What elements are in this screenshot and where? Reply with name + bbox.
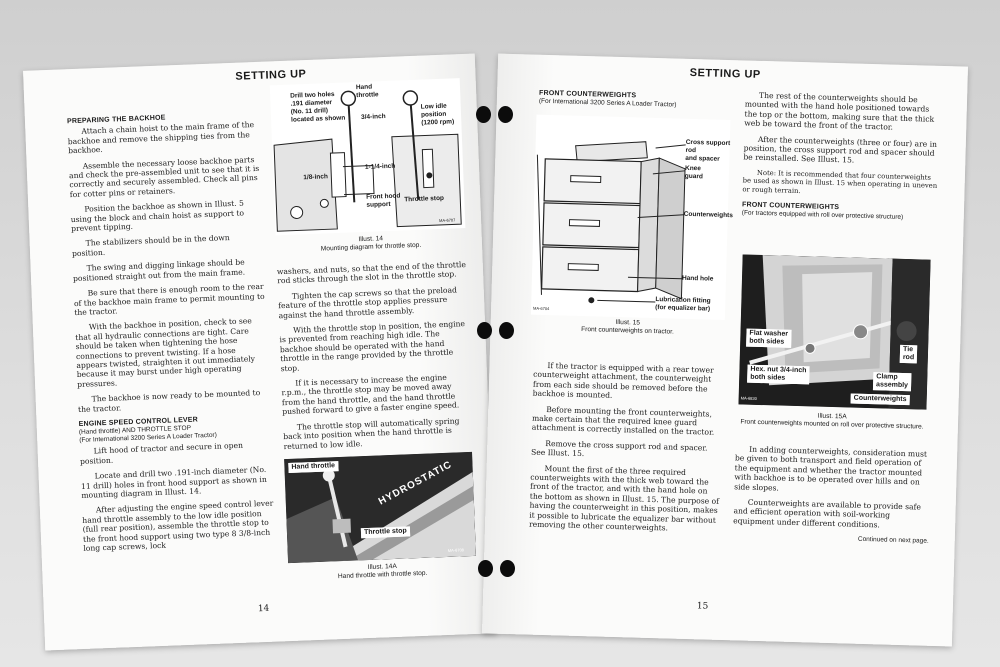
punch-hole [500,560,515,577]
paragraph: washers, and nuts, so that the end of th… [276,260,467,286]
illust-15a-photo: Flat washer both sides Hex. nut 3/4-inch… [738,254,931,410]
label-throttle-stop-photo: Throttle stop [360,526,410,539]
right-column-1: If the tractor is equipped with a rear t… [529,361,724,541]
paragraph: The rest of the counterweights should be… [744,90,935,132]
illust-14a-photo: Hand throttle HYDROSTATIC Throttle stop … [284,451,476,564]
label-one-quarter-inch: 1-1/4-inch [364,162,396,171]
label-front-hood-text: Front hood support [366,192,401,209]
paragraph: Mount the first of the three required co… [528,463,720,533]
paragraph: Be sure that there is enough room to the… [73,281,265,318]
paragraph: Position the backhoe as shown in Illust.… [70,198,245,234]
label-lubrication-text: Lubrication fitting (for equalizer bar) [655,296,711,313]
hand-throttle-photo-drawing [284,451,476,564]
paragraph: Attach a chain hoist to the main frame o… [67,120,255,156]
paragraph: Locate and drill two .191-inch diameter … [80,465,267,500]
illust-14-caption: Illust. 14 Mounting diagram for throttle… [276,232,467,256]
punch-hole [478,560,493,577]
binding-holes [476,0,516,667]
right-page: SETTING UP FRONT COUNTERWEIGHTS (For Int… [481,53,969,647]
left-column-2: washers, and nuts, so that the end of th… [277,260,474,457]
label-cross-support-text: Cross support rod and spacer [685,138,731,163]
label-flat-washer: Flat washer both sides [746,328,792,348]
label-hex-nut: Hex. nut 3/4-inch both sides [747,364,810,385]
paragraph: The backhoe is now ready to be mounted t… [77,388,261,414]
paragraph: With the throttle stop in position, the … [279,319,466,373]
punch-hole [498,106,513,123]
label-knee-guard: Knee guard [685,165,704,181]
paragraph: Tighten the cap screws so that the prelo… [278,285,458,320]
left-column-1: PREPARING THE BACKHOE Attach a chain hoi… [67,110,276,559]
label-clamp-assembly: Clamp assembly [872,372,912,392]
label-hand-hole: Hand hole [681,274,714,283]
label-clamp-text: Clamp assembly [875,373,909,390]
label-drill-holes-text: Drill two holes .191 diameter (No. 11 dr… [290,90,346,124]
counterweights-drawing [536,141,686,304]
right-column-1-heading: FRONT COUNTERWEIGHTS (For International … [539,89,729,112]
note-paragraph: Note: It is recommended that four counte… [742,168,938,196]
label-hex-nut-text: Hex. nut 3/4-inch both sides [750,365,807,382]
paragraph: The stabilizers should be in the down po… [71,233,230,259]
illust-14a-caption: Illust. 14A Hand throttle with throttle … [288,560,477,584]
illust-15-diagram: Cross support rod and spacer Knee guard … [530,114,733,320]
label-three-quarter-inch: 3/4-inch [360,113,386,121]
figure-code: MA-6707 [438,217,456,224]
label-throttle-stop: Throttle stop [404,194,445,204]
figure-code: MA-6708 [447,547,465,553]
punch-hole [477,322,492,339]
paragraph: The throttle stop will automatically spr… [283,416,460,451]
paragraph: After adjusting the engine speed control… [82,499,274,553]
right-column-2b: In adding counterweights, consideration … [733,444,932,552]
label-cross-support-rod: Cross support rod and spacer [685,139,730,164]
right-column-2: The rest of the counterweights should be… [742,90,941,222]
right-page-header: SETTING UP [689,66,761,81]
label-knee-guard-text: Knee guard [684,164,703,181]
left-page-header: SETTING UP [235,68,307,83]
illust-15a-caption: Illust. 15A Front counterweights mounted… [734,410,930,432]
paragraph: With the backhoe in position, check to s… [75,316,256,389]
label-hand-throttle: Hand throttle [356,83,379,100]
paragraph: Assemble the necessary loose backhoe par… [68,154,260,200]
page-number-left: 14 [257,603,270,615]
label-counterweights-photo: Counterweights [850,393,910,406]
paragraph: The swing and digging linkage should be … [72,257,246,283]
label-low-idle-text: Low idle position (1200 rpm) [420,102,455,127]
label-counterweights: Counterweights [683,210,733,220]
paragraph: In adding counterweights, consideration … [734,444,928,493]
paragraph: If it is necessary to increase the engin… [281,372,460,417]
label-flat-washer-text: Flat washer both sides [749,329,789,346]
figure-code: MA-6704 [533,305,550,312]
label-one-eighth-inch: 1/8-inch [303,173,329,182]
label-front-hood-support: Front hood support [366,192,401,209]
label-tie-rod: Tie rod [899,344,918,364]
label-hand-throttle-photo: Hand throttle [288,461,339,473]
illust-14-diagram: Drill two holes .191 diameter (No. 11 dr… [269,78,466,236]
punch-hole [476,106,491,123]
paragraph: Remove the cross support rod and spacer.… [530,438,708,459]
paragraph: Before mounting the front counterweights… [531,404,715,438]
paragraph: If the tractor is equipped with a rear t… [532,361,714,401]
left-page: SETTING UP PREPARING THE BACKHOE Attach … [23,53,497,651]
label-lubrication-fitting: Lubrication fitting (for equalizer bar) [655,296,711,314]
label-hand-throttle-text: Hand throttle [355,83,379,100]
label-low-idle: Low idle position (1200 rpm) [421,102,455,127]
paragraph: After the counterweights (three or four)… [743,134,938,165]
label-drill-holes: Drill two holes .191 diameter (No. 11 dr… [290,91,345,125]
mounting-diagram-drawing [273,90,462,232]
label-tie-rod-text: Tie rod [902,345,915,362]
figure-code: MA-6830 [740,395,757,401]
paragraph: Counterweights are available to provide … [733,497,922,530]
continued-note: Continued on next page. [857,536,929,546]
illust-15-caption: Illust. 15 Front counterweights on tract… [530,317,724,339]
page-number-right: 15 [696,601,709,612]
punch-hole [499,322,514,339]
